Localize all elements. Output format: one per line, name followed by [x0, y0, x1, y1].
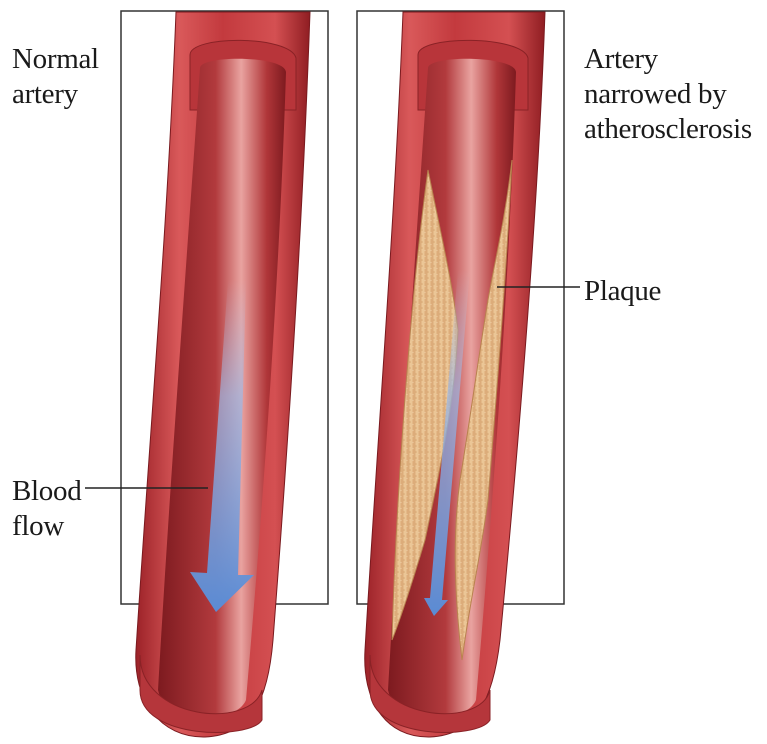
plaque-label: Plaque: [584, 274, 661, 309]
narrowed-artery-label: Artery narrowed by atherosclerosis: [584, 42, 752, 147]
normal-artery-vessel: [136, 12, 310, 737]
narrowed-artery-label-line: atherosclerosis: [584, 112, 752, 147]
normal-artery-label-line: artery: [12, 77, 99, 112]
normal-artery-label: Normal artery: [12, 42, 99, 112]
narrowed-artery-vessel: [365, 12, 545, 737]
normal-artery-label-line: Normal: [12, 42, 99, 77]
blood-flow-label-line: flow: [12, 509, 81, 544]
narrowed-artery-label-line: Artery: [584, 42, 752, 77]
narrowed-artery-label-line: narrowed by: [584, 77, 752, 112]
blood-flow-label-line: Blood: [12, 474, 81, 509]
blood-flow-label: Blood flow: [12, 474, 81, 544]
